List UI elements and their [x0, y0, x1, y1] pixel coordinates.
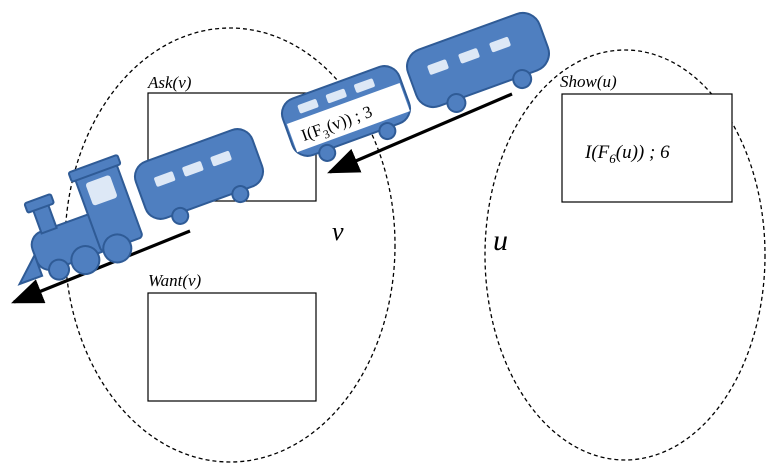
- show-u-box: [561, 93, 733, 203]
- wheel-icon: [70, 245, 101, 276]
- wheel-icon: [446, 92, 467, 113]
- window-icon: [325, 88, 347, 104]
- window-icon: [154, 171, 176, 187]
- show-u-label: Show(u): [560, 72, 617, 91]
- wheel-icon: [318, 143, 337, 162]
- wheel-icon: [378, 122, 397, 141]
- window-icon: [210, 150, 232, 167]
- want-v-label: Want(v): [148, 271, 202, 290]
- arrow-v-outgoing: [11, 229, 191, 304]
- window-icon: [86, 175, 117, 206]
- train-front-car: [133, 128, 265, 225]
- arrow-u-to-v: [327, 92, 513, 174]
- want-v-box: [147, 292, 317, 402]
- wheel-icon: [102, 233, 133, 264]
- wheel-icon: [48, 258, 71, 281]
- cowcatcher-icon: [17, 252, 44, 286]
- wheel-icon: [231, 185, 250, 204]
- ask-v-label: Ask(v): [147, 73, 192, 92]
- train-rear-car: [406, 11, 550, 113]
- node-u-boundary: [484, 49, 766, 461]
- wheel-icon: [512, 69, 533, 90]
- window-icon: [354, 78, 375, 93]
- car-label-panel: [286, 82, 410, 153]
- window-icon: [458, 48, 480, 64]
- node-u-label: u: [493, 224, 508, 257]
- node-v-label: v: [332, 217, 344, 246]
- locomotive-icon: [17, 154, 143, 286]
- wheel-icon: [171, 206, 190, 225]
- show-u-value: I(F6(u)) ; 6: [584, 142, 670, 166]
- window-icon: [427, 59, 449, 75]
- window-icon: [489, 36, 511, 53]
- train-middle-car: I(F3(v)) ; 3: [280, 65, 412, 162]
- window-icon: [297, 99, 319, 114]
- window-icon: [182, 161, 204, 177]
